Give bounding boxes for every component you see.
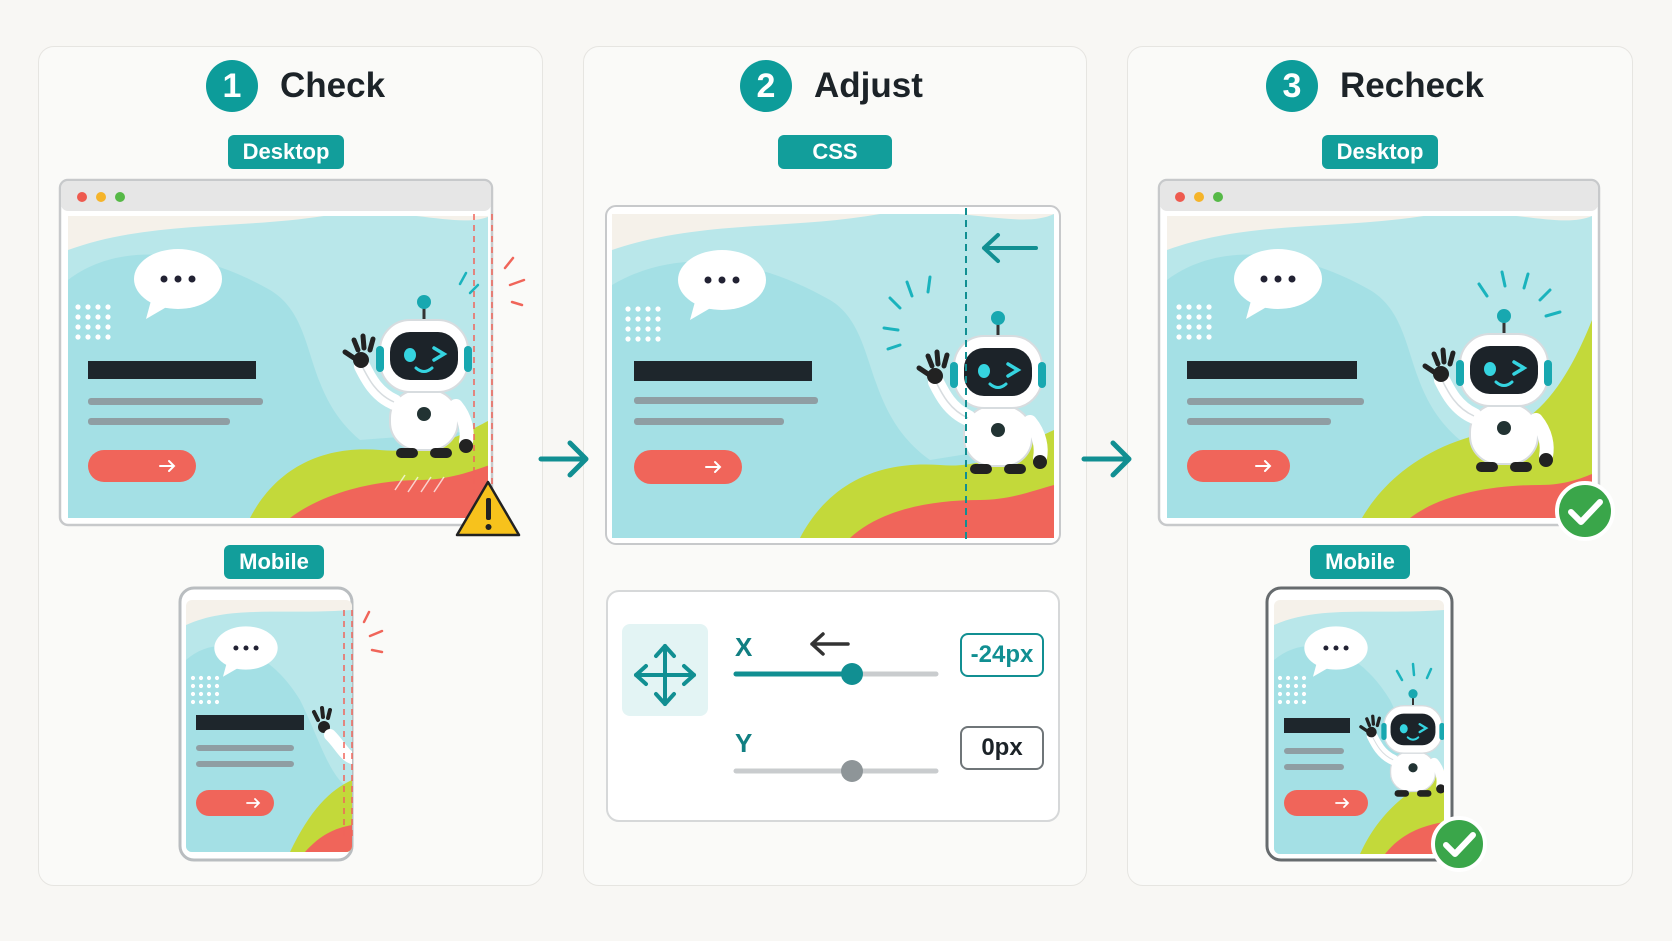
y-value-input[interactable]: 0px [960,726,1044,770]
step-2-number: 2 [740,60,792,112]
move-icon [634,644,696,706]
slider-x[interactable] [733,663,939,685]
step-1-heading: 1 Check [206,60,385,112]
step-3-title: Recheck [1340,66,1484,105]
tag-mobile-check: Mobile [224,545,324,579]
y-axis-label: Y [735,728,753,758]
step-1-title: Check [280,66,386,105]
arrow-right-icon [1081,440,1132,478]
desktop-mockup-check [58,178,526,527]
x-value-input[interactable]: -24px [960,633,1044,677]
mobile-mockup-check [178,586,384,862]
tag-desktop-check: Desktop [228,135,344,169]
step-2-heading: 2 Adjust [740,60,923,112]
slider-x-handle[interactable] [841,663,863,685]
checkmark-icon [1555,481,1615,541]
tag-css: CSS [778,135,892,169]
x-axis-label: X [735,632,753,662]
step-3-heading: 3 Recheck [1266,60,1484,112]
step-2-title: Adjust [814,66,923,105]
controls-panel [606,590,1060,822]
slider-y[interactable] [733,760,939,782]
step-1-number: 1 [206,60,258,112]
warning-icon [455,480,521,537]
tag-desktop-recheck: Desktop [1322,135,1438,169]
css-preview-adjust [605,205,1061,545]
checkmark-icon [1431,816,1487,872]
tag-mobile-recheck: Mobile [1310,545,1410,579]
desktop-mockup-recheck [1157,178,1601,527]
step-3-number: 3 [1266,60,1318,112]
slider-y-handle[interactable] [841,760,863,782]
arrow-left-icon [982,233,1038,263]
arrow-left-icon [810,632,850,656]
arrow-right-icon [538,440,589,478]
mobile-mockup-recheck [1265,586,1454,862]
